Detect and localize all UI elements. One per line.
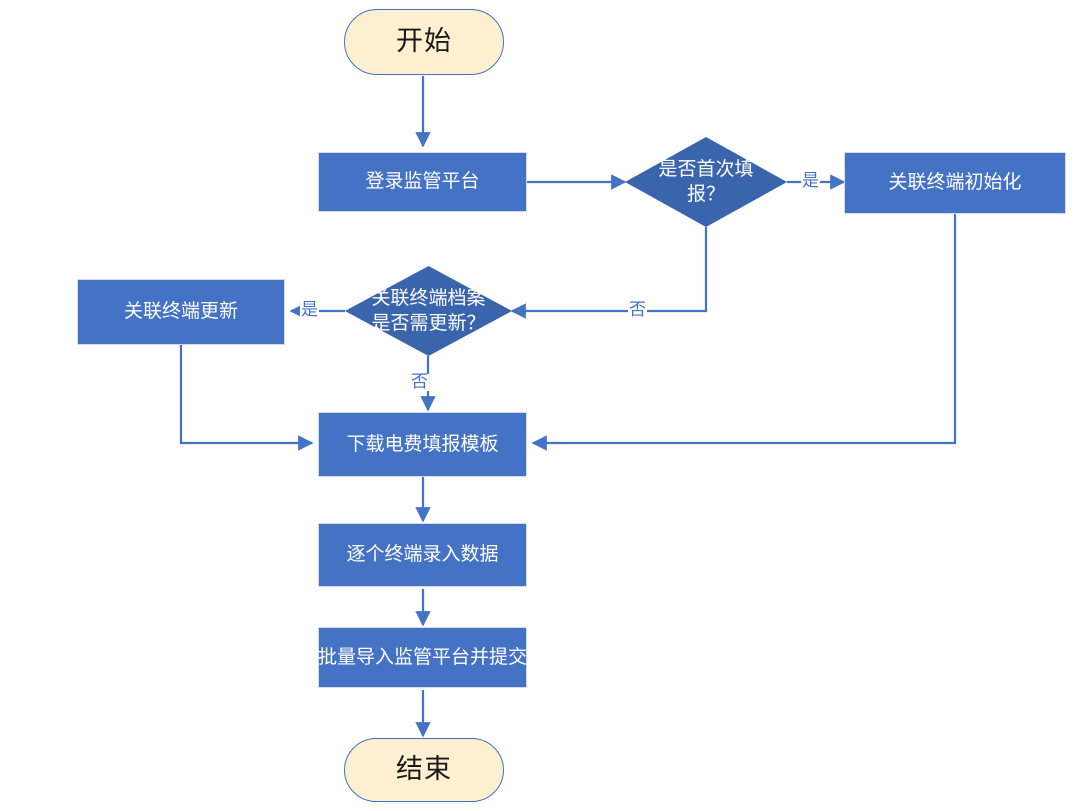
edge-label-first-no: 否 bbox=[628, 300, 647, 320]
edge-firstq-to-updateq bbox=[510, 227, 708, 319]
diamond-shape-first bbox=[625, 137, 787, 227]
node-data-entry[interactable]: 逐个终端录入数据 bbox=[318, 523, 527, 587]
edge-label-first-yes: 是 bbox=[801, 171, 820, 191]
node-first-report-decision-label: 是否首次填 报？ bbox=[658, 158, 754, 205]
node-terminal-update[interactable]: 关联终端更新 bbox=[77, 279, 285, 345]
node-first-report-decision[interactable]: 是否首次填 报？ bbox=[625, 137, 787, 227]
node-batch-submit-label: 批量导入监管平台并提交 bbox=[318, 645, 528, 668]
edge-label-update-yes: 是 bbox=[300, 300, 319, 320]
node-terminal-init-label: 关联终端初始化 bbox=[888, 171, 1022, 194]
node-download-template[interactable]: 下载电费填报模板 bbox=[318, 412, 527, 477]
node-batch-submit[interactable]: 批量导入监管平台并提交 bbox=[318, 627, 527, 688]
node-login-label: 登录监管平台 bbox=[365, 170, 480, 193]
node-archive-update-decision[interactable]: 关联终端档案 是否需更新？ bbox=[345, 266, 512, 356]
node-archive-update-decision-label: 关联终端档案 是否需更新？ bbox=[371, 287, 486, 334]
node-download-template-label: 下载电费填报模板 bbox=[346, 432, 499, 455]
node-start-label: 开始 bbox=[396, 25, 452, 57]
edge-label-update-no: 否 bbox=[410, 372, 429, 392]
node-end-label: 结束 bbox=[396, 753, 452, 785]
node-end[interactable]: 结束 bbox=[344, 738, 504, 802]
diamond-shape-update bbox=[345, 266, 512, 356]
edge-update-to-download bbox=[179, 345, 314, 451]
node-terminal-update-label: 关联终端更新 bbox=[123, 300, 238, 323]
node-data-entry-label: 逐个终端录入数据 bbox=[346, 543, 499, 566]
node-login[interactable]: 登录监管平台 bbox=[318, 152, 527, 212]
edge-init-to-download bbox=[531, 214, 957, 451]
node-start[interactable]: 开始 bbox=[344, 9, 504, 75]
node-terminal-init[interactable]: 关联终端初始化 bbox=[844, 152, 1066, 214]
